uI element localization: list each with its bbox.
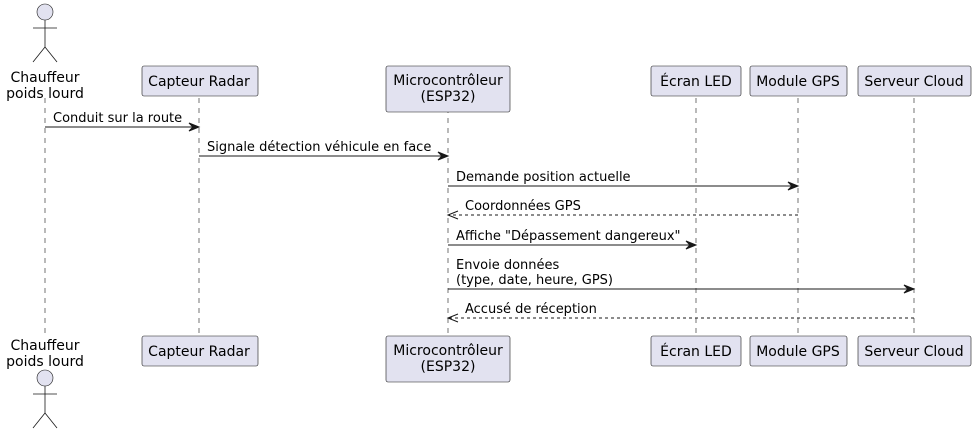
participant-radar-bottom: Capteur Radar: [141, 335, 259, 367]
participant-cloud-top: Serveur Cloud: [857, 65, 972, 97]
actor-label: poids lourd: [6, 354, 84, 370]
arrowhead-open-icon: [446, 210, 459, 220]
arrowhead-filled-icon: [188, 122, 201, 132]
message-label: Affiche "Dépassement dangereux": [456, 229, 681, 244]
participant-box: [385, 65, 511, 113]
message-label: (type, date, heure, GPS): [456, 273, 613, 288]
participant-label: Module GPS: [756, 344, 840, 360]
message-6: Envoie données(type, date, heure, GPS): [448, 258, 916, 294]
participant-led-top: Écran LED: [650, 65, 742, 97]
message-label: Envoie données: [456, 258, 560, 273]
participant-label: Écran LED: [660, 343, 732, 360]
participant-box: [141, 335, 259, 367]
participant-label: Serveur Cloud: [864, 344, 963, 360]
message-label: Conduit sur la route: [53, 111, 182, 126]
actor-icon: [32, 3, 58, 63]
arrowhead-filled-icon: [903, 284, 916, 294]
participant-label: (ESP32): [421, 359, 476, 375]
message-2: Signale détection véhicule en face: [199, 140, 450, 161]
participant-label: Microcontrôleur: [393, 73, 503, 89]
participant-label: (ESP32): [421, 89, 476, 105]
participant-mcu-bottom: Microcontrôleur(ESP32): [385, 335, 511, 383]
actor-label: poids lourd: [6, 86, 84, 102]
participant-label: Capteur Radar: [148, 74, 250, 90]
participant-box: [385, 335, 511, 383]
participant-cloud-bottom: Serveur Cloud: [857, 335, 972, 367]
participant-led-bottom: Écran LED: [650, 335, 742, 367]
message-5: Affiche "Dépassement dangereux": [448, 229, 698, 250]
arrowhead-filled-icon: [787, 181, 800, 191]
arrowhead-filled-icon: [437, 151, 450, 161]
participant-gps-top: Module GPS: [749, 65, 848, 97]
message-7: Accusé de réception: [446, 302, 914, 323]
participant-box: [650, 335, 742, 367]
participant-label: Serveur Cloud: [864, 74, 963, 90]
lifelines: [44, 98, 915, 335]
participant-label: Microcontrôleur: [393, 343, 503, 359]
arrowhead-filled-icon: [685, 240, 698, 250]
arrowhead-open-icon: [446, 313, 459, 323]
message-3: Demande position actuelle: [448, 170, 800, 191]
message-4: Coordonnées GPS: [446, 199, 798, 220]
message-label: Accusé de réception: [465, 302, 597, 317]
actor-icon: [32, 369, 58, 429]
message-1: Conduit sur la route: [45, 111, 201, 132]
participant-mcu-top: Microcontrôleur(ESP32): [385, 65, 511, 113]
participant-label: Capteur Radar: [148, 344, 250, 360]
participant-box: [749, 335, 848, 367]
participant-box: [650, 65, 742, 97]
participant-gps-bottom: Module GPS: [749, 335, 848, 367]
participant-box: [857, 335, 972, 367]
actor-label: Chauffeur: [11, 338, 80, 354]
message-label: Coordonnées GPS: [465, 199, 581, 214]
participant-radar-top: Capteur Radar: [141, 65, 259, 97]
participant-box: [749, 65, 848, 97]
actor-label: Chauffeur: [11, 70, 80, 86]
message-label: Signale détection véhicule en face: [207, 140, 431, 155]
message-label: Demande position actuelle: [456, 170, 631, 185]
participant-label: Écran LED: [660, 73, 732, 90]
participant-box: [141, 65, 259, 97]
participant-box: [857, 65, 972, 97]
participant-label: Module GPS: [756, 74, 840, 90]
